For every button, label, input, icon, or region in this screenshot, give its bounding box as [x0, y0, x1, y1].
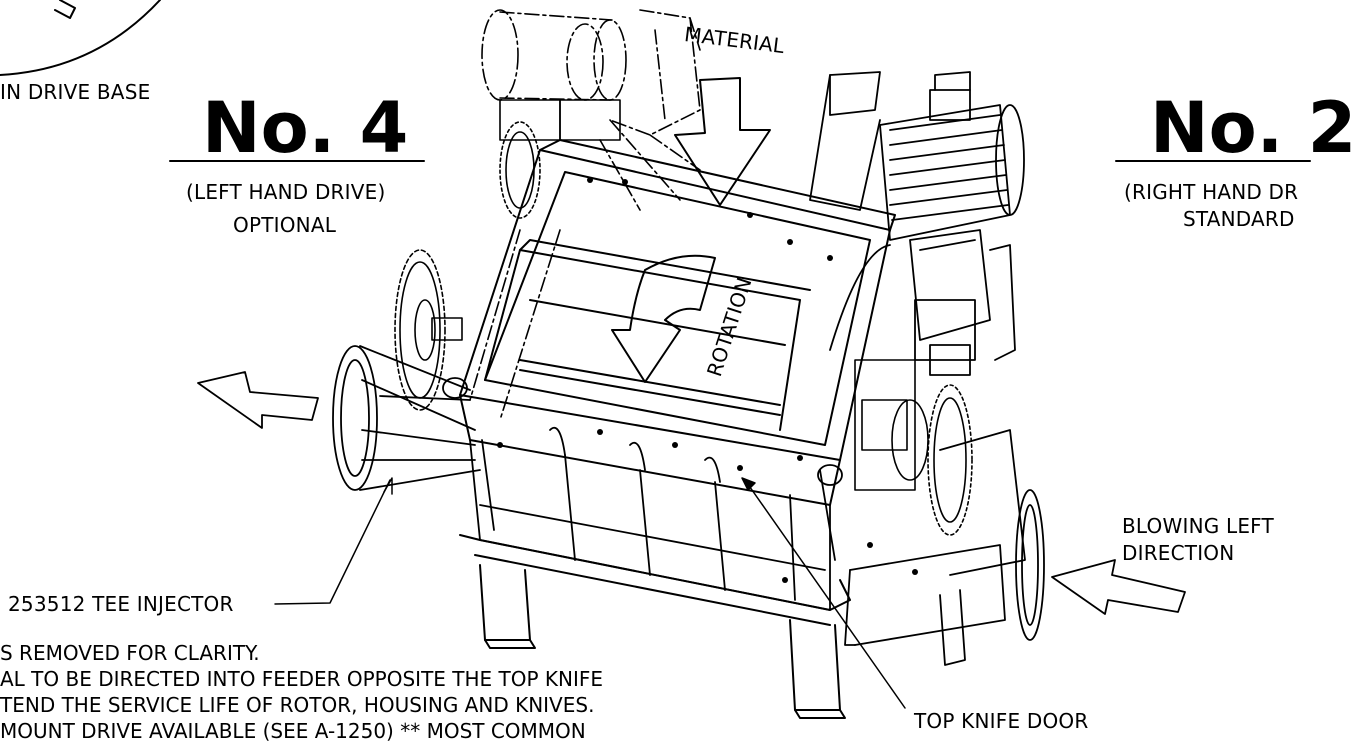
left-drive-description: (LEFT HAND DRIVE) — [186, 180, 386, 204]
gearbox — [909, 229, 1016, 376]
drive-motor — [809, 71, 1025, 241]
main-drive-base-label: IN DRIVE BASE — [0, 80, 151, 104]
blow-arrow-right — [1051, 559, 1186, 615]
note-line-4: MOUNT DRIVE AVAILABLE (SEE A-1250) ** MO… — [0, 719, 586, 743]
right-sprocket — [854, 359, 973, 536]
end-plate — [442, 244, 891, 561]
phantom-left-motor — [469, 9, 701, 421]
note-line-1: S REMOVED FOR CLARITY. — [0, 641, 260, 665]
blower-outlet — [844, 429, 1045, 666]
left-drive-number: No. 4 — [202, 87, 409, 169]
right-drive-note: STANDARD — [1183, 207, 1295, 231]
note-line-3: TEND THE SERVICE LIFE OF ROTOR, HOUSING … — [0, 693, 595, 717]
top-knife-door-label: TOP KNIFE DOOR — [914, 709, 1089, 733]
note-line-2: AL TO BE DIRECTED INTO FEEDER OPPOSITE T… — [0, 667, 604, 691]
base-frame — [459, 534, 851, 719]
right-drive-number: No. 2 — [1150, 87, 1356, 169]
blowing-left-label: BLOWING LEFT — [1122, 514, 1274, 538]
right-drive-description: (RIGHT HAND DR — [1124, 180, 1299, 204]
bolt-holes — [497, 177, 918, 583]
tee-injector-label: 253512 TEE INJECTOR — [8, 592, 234, 616]
phantom-sprocket — [394, 249, 463, 411]
leader-lines — [274, 477, 906, 709]
hopper-frame — [459, 139, 896, 506]
rotation-arrow — [611, 254, 716, 383]
feeder-assembly-drawing — [0, 0, 1311, 719]
left-drive-note: OPTIONAL — [233, 213, 337, 237]
material-arrow — [674, 77, 771, 206]
detail-circle — [0, 0, 161, 76]
small-gear — [499, 99, 621, 219]
direction-label: DIRECTION — [1122, 541, 1235, 565]
lower-cage — [469, 426, 831, 611]
blow-arrow-left — [197, 371, 319, 429]
tee-injector — [332, 345, 481, 491]
